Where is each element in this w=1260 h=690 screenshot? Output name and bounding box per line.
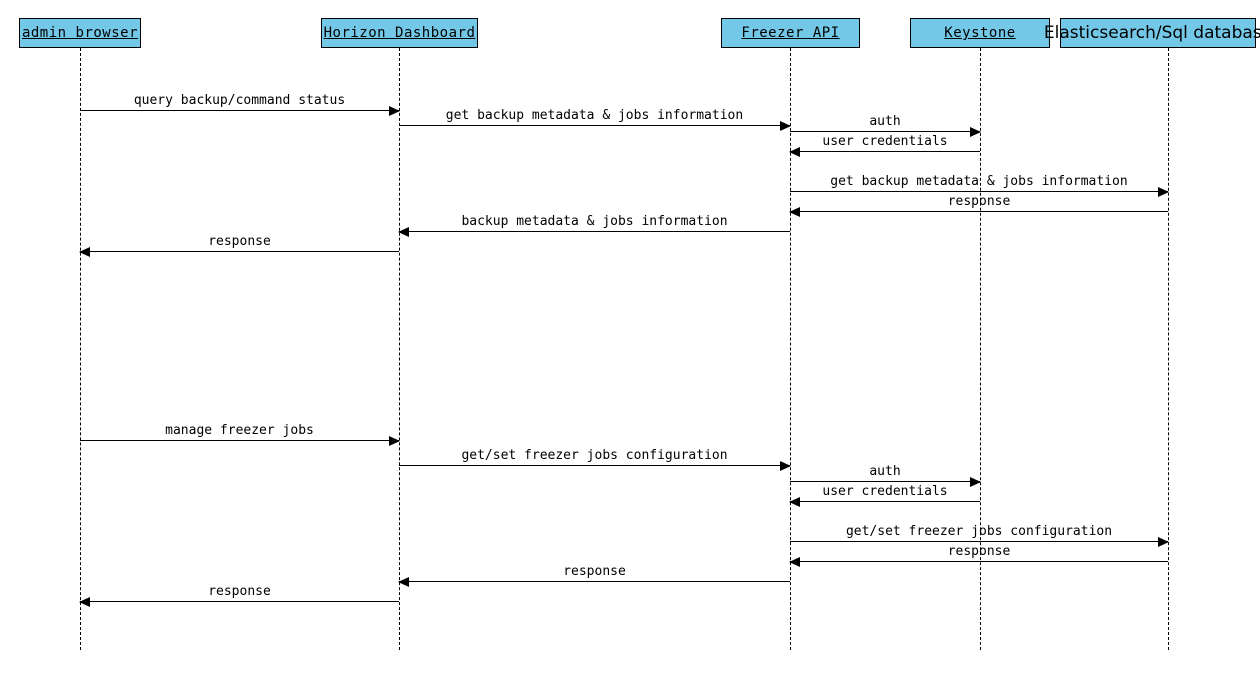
message-label: backup metadata & jobs information — [461, 214, 728, 229]
participant-label: Keystone — [944, 25, 1016, 41]
lifeline-elasticsearch — [1168, 48, 1169, 650]
arrowhead-left-icon — [398, 227, 409, 237]
participant-admin-browser[interactable]: admin browser — [19, 18, 141, 48]
message-label: auth — [869, 464, 901, 479]
arrowhead-left-icon — [789, 497, 800, 507]
message-arrow[interactable]: user credentials — [789, 135, 980, 157]
message-label: user credentials — [822, 484, 948, 499]
lifeline-keystone — [980, 48, 981, 650]
message-label: manage freezer jobs — [165, 423, 314, 438]
message-label: get backup metadata & jobs information — [830, 174, 1128, 189]
lifeline-horizon-dashboard — [399, 48, 400, 650]
message-arrow[interactable]: response — [79, 235, 399, 257]
message-label: response — [947, 544, 1011, 559]
participant-label: Freezer API — [741, 25, 840, 41]
message-arrow[interactable]: auth — [790, 115, 981, 137]
message-arrow[interactable]: response — [79, 585, 399, 607]
message-label: get/set freezer jobs configuration — [845, 524, 1113, 539]
participant-elasticsearch[interactable]: Elasticsearch/Sql database — [1044, 18, 1260, 48]
arrowhead-right-icon — [389, 436, 400, 446]
arrowhead-right-icon — [780, 461, 791, 471]
arrowhead-left-icon — [398, 577, 409, 587]
message-arrow[interactable]: backup metadata & jobs information — [398, 215, 790, 237]
participant-keystone[interactable]: Keystone — [910, 18, 1050, 48]
message-arrow[interactable]: get backup metadata & jobs information — [790, 175, 1169, 197]
arrowhead-right-icon — [1158, 537, 1169, 547]
message-arrow[interactable]: auth — [790, 465, 981, 487]
arrowhead-left-icon — [789, 557, 800, 567]
participant-freezer-api[interactable]: Freezer API — [721, 18, 860, 48]
participant-label: Elasticsearch/Sql database — [1043, 22, 1260, 43]
message-arrow[interactable]: manage freezer jobs — [80, 424, 400, 446]
arrowhead-right-icon — [780, 121, 791, 131]
message-label: response — [208, 234, 271, 249]
message-arrow[interactable]: user credentials — [789, 485, 980, 507]
message-label: response — [208, 584, 271, 599]
message-arrow[interactable]: response — [398, 565, 790, 587]
message-arrow[interactable]: response — [789, 195, 1168, 217]
arrowhead-right-icon — [1158, 187, 1169, 197]
participant-horizon-dashboard[interactable]: Horizon Dashboard — [321, 18, 478, 48]
message-arrow[interactable]: get backup metadata & jobs information — [399, 109, 791, 131]
message-label: response — [947, 194, 1011, 209]
arrowhead-left-icon — [79, 597, 90, 607]
lifeline-admin-browser — [80, 48, 81, 650]
message-label: get backup metadata & jobs information — [445, 108, 744, 123]
arrowhead-right-icon — [970, 477, 981, 487]
lifeline-freezer-api — [790, 48, 791, 650]
message-label: get/set freezer jobs configuration — [461, 448, 728, 463]
arrowhead-left-icon — [789, 147, 800, 157]
message-arrow[interactable]: query backup/command status — [80, 94, 400, 116]
arrowhead-right-icon — [389, 106, 400, 116]
arrowhead-right-icon — [970, 127, 981, 137]
message-arrow[interactable]: response — [789, 545, 1168, 567]
participant-label: Horizon Dashboard — [323, 25, 476, 41]
message-label: response — [563, 564, 626, 579]
message-label: query backup/command status — [133, 93, 346, 108]
arrowhead-left-icon — [789, 207, 800, 217]
participant-label: admin browser — [21, 25, 139, 41]
message-label: auth — [869, 114, 901, 129]
message-arrow[interactable]: get/set freezer jobs configuration — [399, 449, 791, 471]
arrowhead-left-icon — [79, 247, 90, 257]
message-arrow[interactable]: get/set freezer jobs configuration — [790, 525, 1169, 547]
message-label: user credentials — [822, 134, 948, 149]
